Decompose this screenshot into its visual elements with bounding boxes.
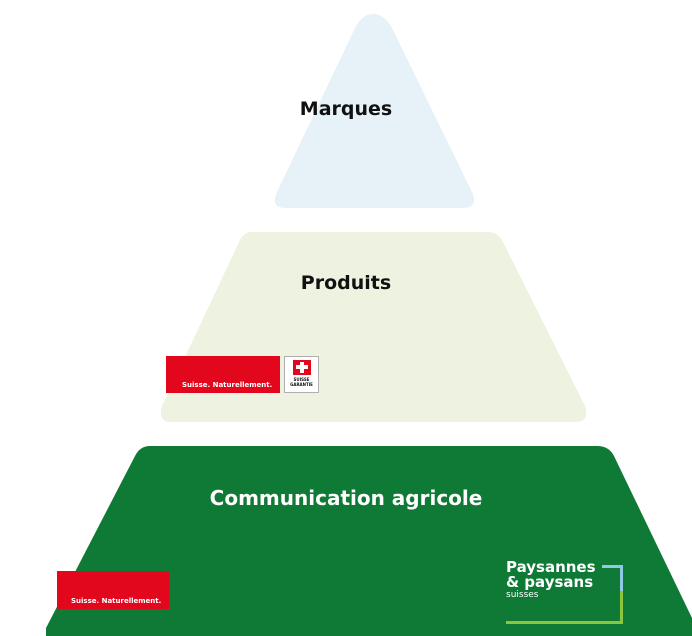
suisse-naturellement-logo-produits: Suisse. Naturellement. [166, 356, 280, 393]
paysannes-paysans-suisses-logo: Paysannes & paysans suisses [506, 558, 626, 628]
tier-label-marques: Marques [299, 98, 393, 120]
tier-produits-shape [160, 232, 587, 422]
paysans-logo-line2: & paysans [506, 573, 594, 591]
swiss-cross-icon [293, 360, 311, 375]
suisse-garantie-line2: GARANTIE [290, 382, 313, 387]
suisse-naturellement-text: Suisse. Naturellement. [71, 597, 162, 605]
suisse-naturellement-text: Suisse. Naturellement. [182, 381, 273, 389]
tier-communication-shape [46, 446, 692, 636]
suisse-garantie-line1: SUISSE [293, 377, 310, 382]
logo-frame-green [506, 621, 623, 624]
tier-label-communication: Communication agricole [209, 486, 483, 510]
tier-label-produits: Produits [300, 272, 392, 294]
paysans-logo-line3: suisses [506, 590, 539, 600]
logo-frame-blue [620, 565, 623, 591]
tier-marques-shape [274, 14, 475, 208]
logo-frame-green [620, 591, 623, 624]
paysans-logo-line1: Paysannes [506, 558, 596, 576]
suisse-naturellement-logo-communication: Suisse. Naturellement. [57, 571, 169, 609]
logo-frame-blue [602, 565, 622, 568]
suisse-garantie-logo: SUISSE GARANTIE [284, 356, 319, 393]
